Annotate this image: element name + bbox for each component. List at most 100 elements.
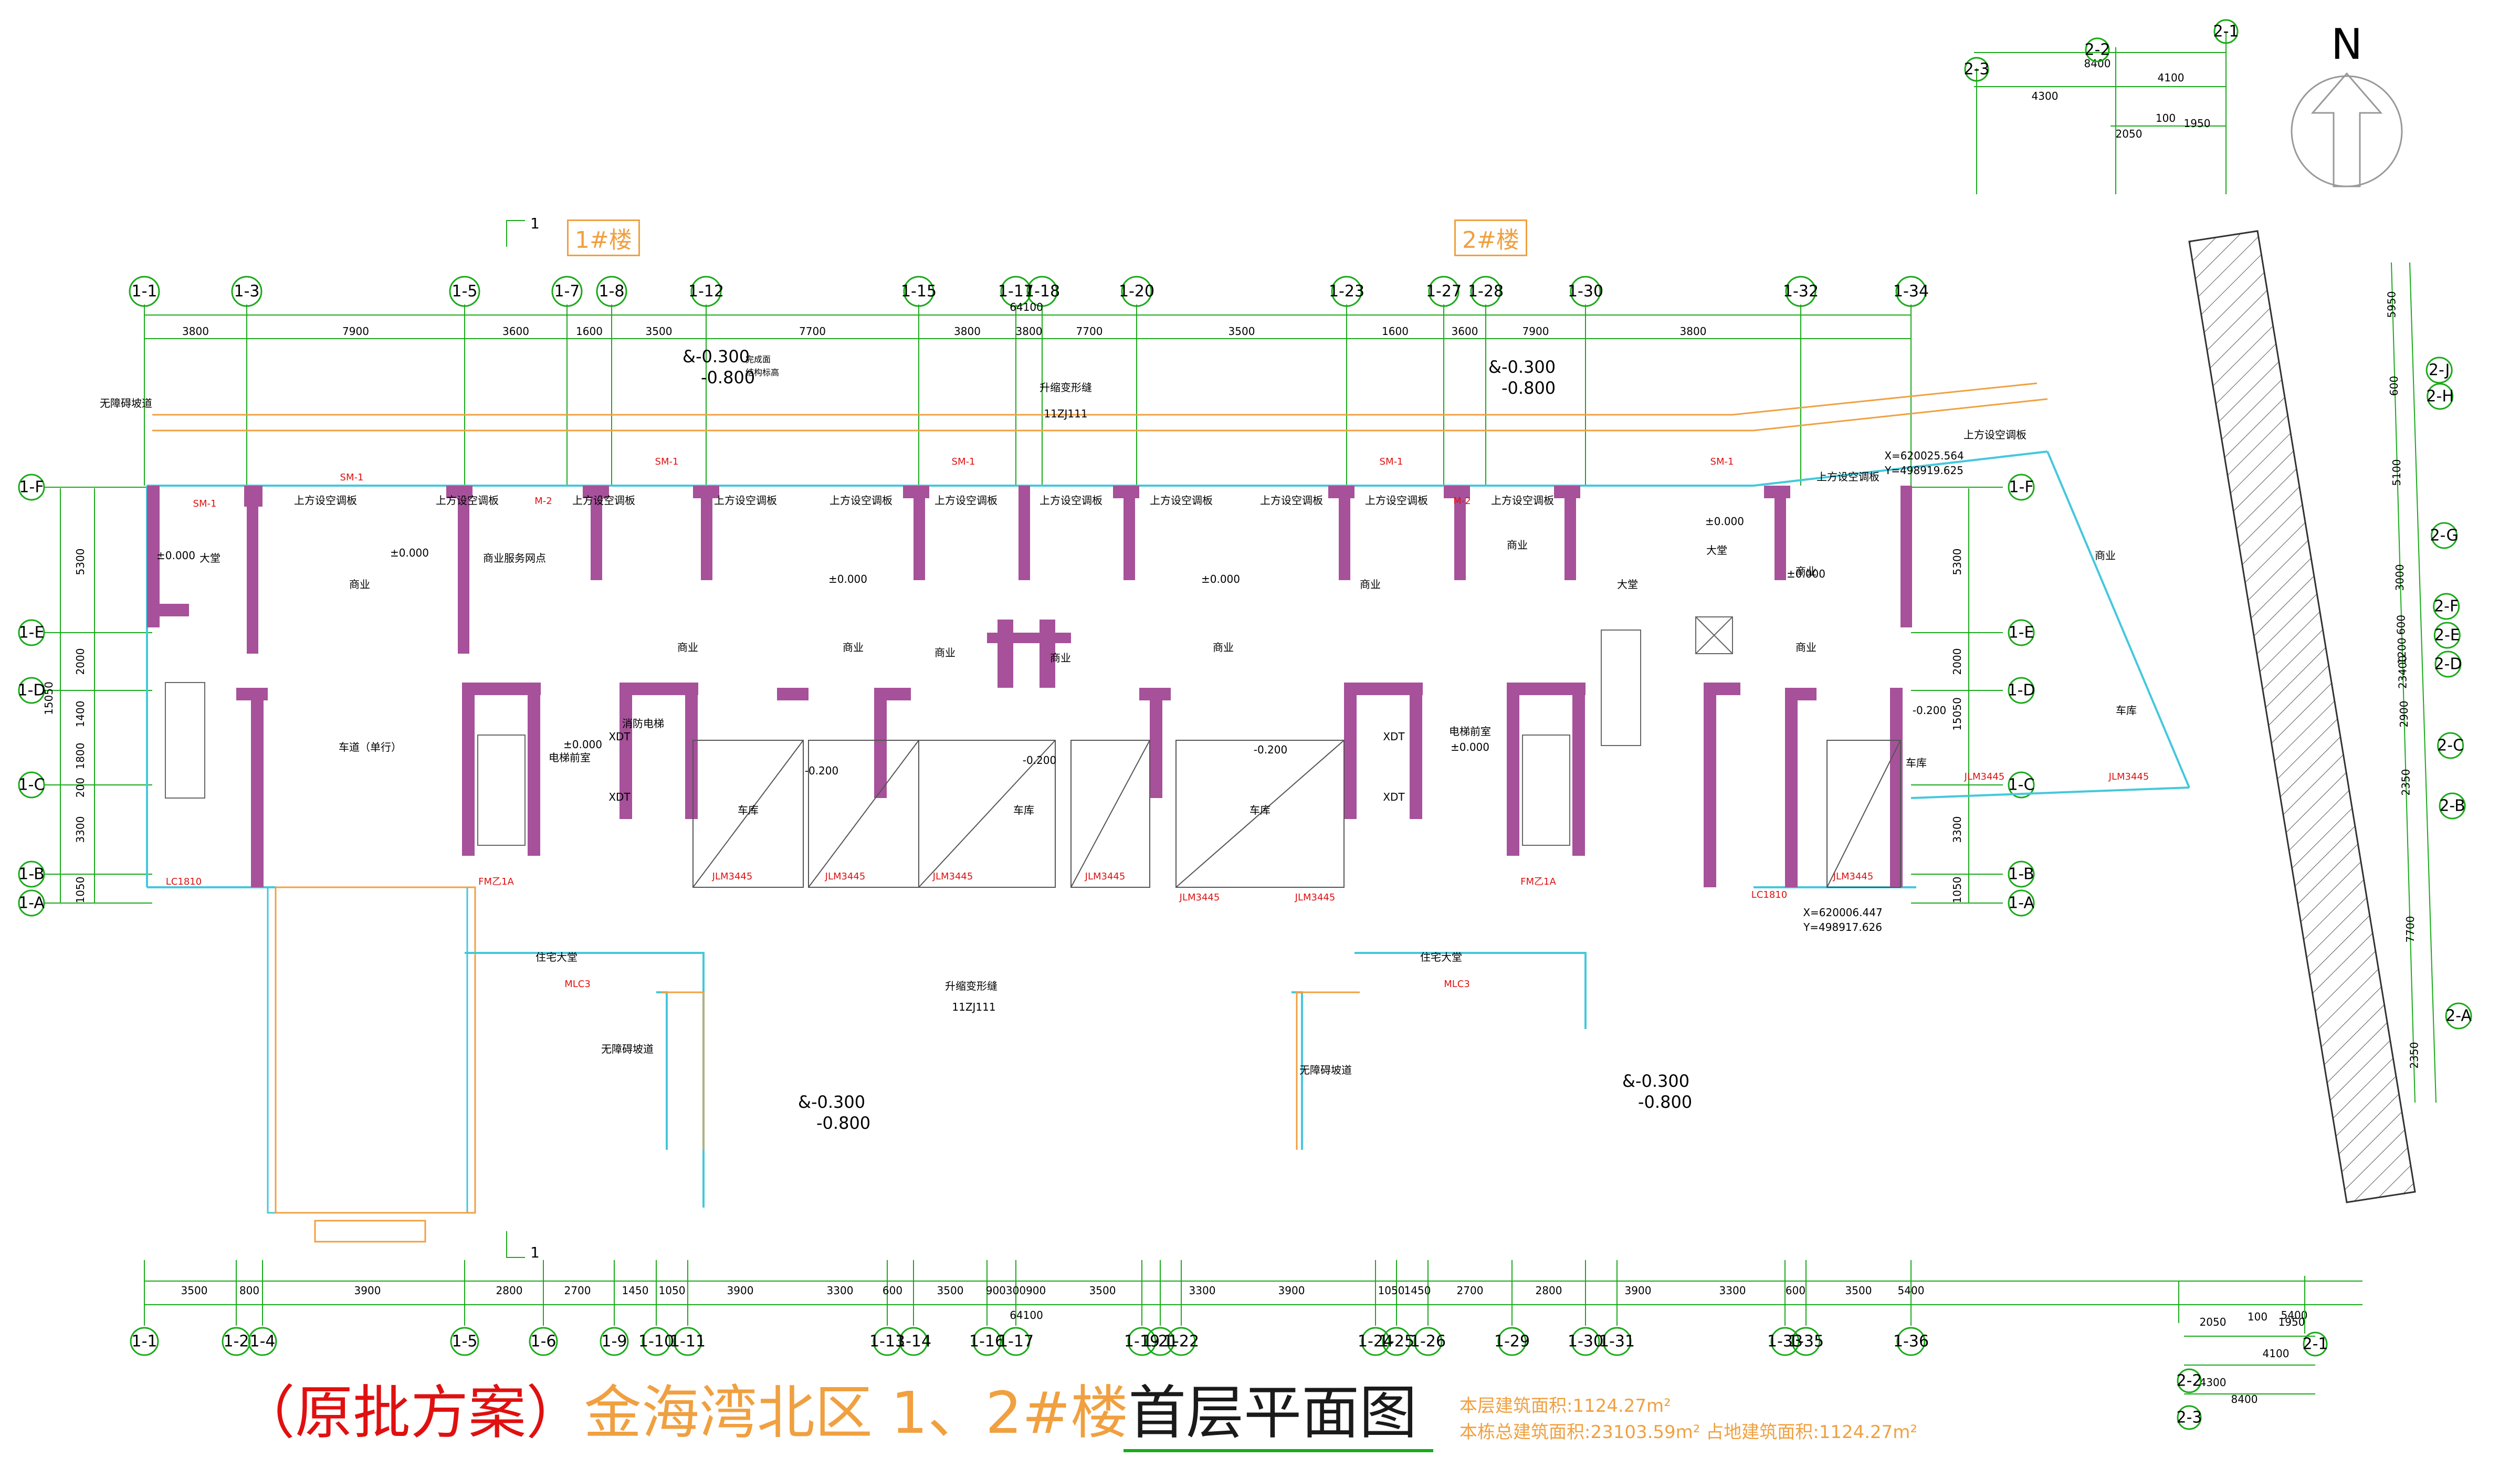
dim-text: 3300 (1951, 816, 1964, 843)
svg-text:1-24: 1-24 (1358, 1333, 1393, 1351)
svg-text:M-2: M-2 (534, 496, 552, 507)
dim-text: 7700 (2404, 916, 2417, 943)
svg-text:1-9: 1-9 (602, 1333, 627, 1351)
dim-text: 3800 (182, 325, 209, 338)
room-label: 车库 (2116, 704, 2137, 717)
svg-text:1-17: 1-17 (998, 1333, 1034, 1351)
axis-bubble: 1-5 (450, 1327, 479, 1356)
elevation: ±0.000 (1201, 573, 1240, 585)
svg-text:2-D: 2-D (2434, 655, 2462, 674)
dim-text: 5300 (74, 549, 87, 575)
dim-text: 7700 (1076, 325, 1103, 338)
axis-bubble: 1-8 (596, 276, 627, 307)
svg-text:1-D: 1-D (2007, 681, 2035, 700)
axis-bubble: 1-1 (130, 1327, 159, 1356)
axis-bubble: 1-4 (248, 1327, 277, 1356)
dim-text: 3600 (502, 325, 529, 338)
svg-text:2-2: 2-2 (2177, 1372, 2202, 1390)
area-line-2: 本栋总建筑面积:23103.59m² 占地建筑面积:1124.27m² (1460, 1422, 1918, 1443)
svg-text:上方设空调板: 上方设空调板 (1365, 494, 1428, 507)
dim-text: 5950 (2385, 291, 2398, 318)
dim-text: 3900 (1625, 1284, 1652, 1297)
room-labels: 大堂 商业 商业服务网点 商业 商业 商业 商业 商业 商业 商业 大堂 大堂 … (200, 539, 2137, 963)
compass-dim: 4300 (2032, 90, 2059, 102)
svg-text:完成面: 完成面 (746, 354, 771, 364)
axis-bubble: 1-E (18, 619, 45, 646)
svg-text:JLM3445: JLM3445 (825, 871, 866, 882)
axis-bubble: 1-17 (998, 1327, 1034, 1356)
svg-text:1: 1 (530, 1244, 540, 1261)
svg-text:1-23: 1-23 (1329, 282, 1364, 301)
room-label: 商业 (1796, 565, 1816, 578)
axis-bubble: 1-E (2008, 619, 2035, 646)
axis-bubble: 1-D (17, 677, 46, 704)
dim-text: 2350 (2408, 1042, 2420, 1069)
axis-bubble: 2-C (2437, 732, 2464, 759)
elevation: -0.200 (1254, 743, 1287, 756)
svg-text:JLM3445: JLM3445 (712, 871, 753, 882)
svg-text:1-21: 1-21 (1142, 1333, 1178, 1351)
svg-text:1-27: 1-27 (1426, 282, 1462, 301)
dim-text: 3800 (954, 325, 981, 338)
dim-text: 2000 (1951, 648, 1964, 675)
dim-text: 1400 (74, 701, 87, 728)
svg-text:1-B: 1-B (18, 865, 44, 884)
svg-text:无障碍坡道: 无障碍坡道 (601, 1043, 654, 1055)
svg-text:XDT: XDT (608, 730, 631, 743)
svg-text:SM-1: SM-1 (193, 498, 217, 509)
svg-text:上方设空调板: 上方设空调板 (830, 494, 892, 507)
dim-text: 900300900 (986, 1284, 1046, 1297)
svg-text:JLM3445: JLM3445 (1179, 892, 1220, 903)
entry-outlines (314, 991, 1360, 1243)
room-label: 商业 (2095, 549, 2116, 562)
svg-text:上方设空调板: 上方设空调板 (436, 494, 499, 507)
dim-text: 15050 (1951, 697, 1964, 731)
svg-text:结构标高: 结构标高 (746, 368, 779, 377)
axis-bubble: 1-F (2008, 474, 2035, 501)
bottom-right-dim: 5400 (2281, 1309, 2308, 1321)
axis-bubble: 1-C (2008, 771, 2035, 799)
svg-text:上方设空调板: 上方设空调板 (934, 494, 998, 507)
axis-bubble: 1-28 (1468, 276, 1504, 307)
svg-text:1-34: 1-34 (1893, 282, 1929, 301)
svg-text:2-H: 2-H (2426, 387, 2453, 406)
room-label: 大堂 (200, 552, 220, 564)
dim-text: 3300 (74, 816, 87, 843)
dim-text: 3900 (1278, 1284, 1305, 1297)
room-label: 商业 (349, 578, 370, 591)
svg-text:FM乙1A: FM乙1A (1520, 876, 1556, 887)
elevation: -0.800 (1638, 1092, 1692, 1112)
dim-text: 2700 (564, 1284, 591, 1297)
elevation: &-0.300 (1622, 1071, 1689, 1091)
dim-text: 1600 (1382, 325, 1409, 338)
compass-dim: 4100 (2158, 71, 2185, 84)
svg-text:1-1: 1-1 (132, 1333, 158, 1351)
elevation: ±0.000 (1787, 568, 1825, 580)
far-right-axis-column: 2-J2-H2-G2-F2-E2-D2-C2-B2-A5950600510030… (2385, 262, 2472, 1103)
dim-text: 2900 (2398, 701, 2410, 728)
survey-coordinates: X=620025.564 Y=498919.625 X=620006.447 Y… (1803, 449, 1964, 933)
building-envelope (146, 382, 2190, 1214)
dim-text: 200 (74, 778, 87, 798)
room-label: 商业 (843, 641, 864, 654)
room-label: 商业 (1050, 652, 1071, 664)
axis-bubble: 1-34 (1893, 276, 1929, 307)
axis-bubble: 1-9 (600, 1327, 629, 1356)
drawing-title: （原批方案）金海湾北区 1、2#楼首层平面图 (237, 1379, 1417, 1447)
stairs (165, 616, 1733, 846)
svg-text:1-12: 1-12 (688, 282, 724, 301)
svg-text:2050: 2050 (2200, 1316, 2227, 1328)
axis-bubble: 1-10 (638, 1327, 674, 1356)
svg-text:1950: 1950 (2278, 1316, 2305, 1328)
svg-text:1-25: 1-25 (1379, 1333, 1414, 1351)
svg-text:2-3: 2-3 (2177, 1409, 2202, 1427)
axis-bubble: 1-25 (1379, 1327, 1414, 1356)
top-right-dimensions: 8400 4300 4100 2050 100 1950 2-3 2-2 2-1 (1964, 19, 2239, 194)
axis-bubble: 1-26 (1410, 1327, 1446, 1356)
room-label: 商业 (1796, 641, 1816, 654)
building-label-2: 2#楼 (1454, 219, 1527, 256)
svg-text:上方设空调板: 上方设空调板 (572, 494, 635, 507)
